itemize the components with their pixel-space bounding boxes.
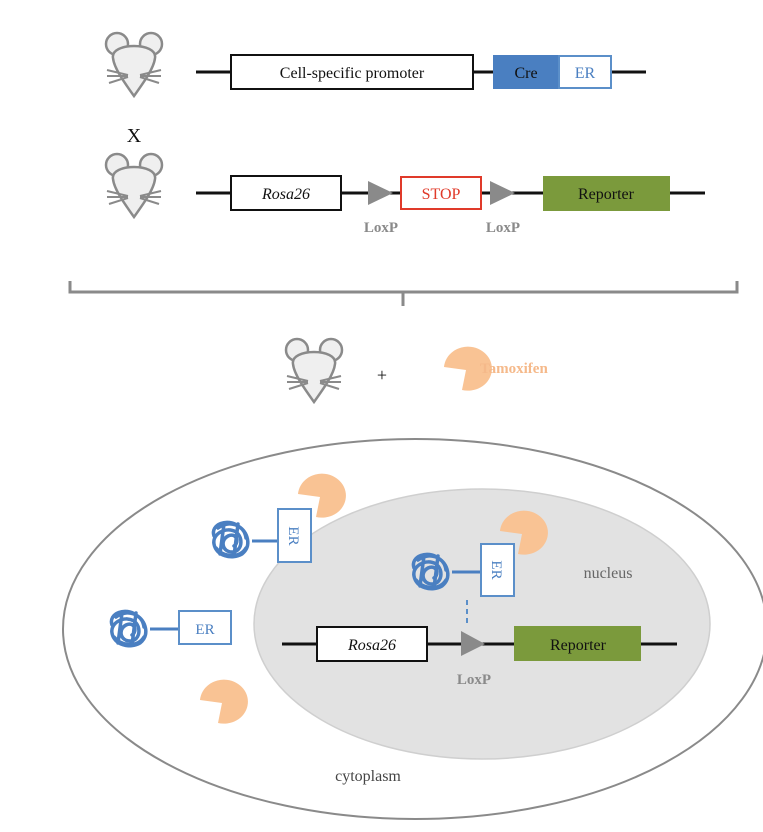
rosa26-box [230, 175, 342, 211]
cre-label: Cre [514, 65, 537, 82]
reporter-label: Reporter [550, 637, 607, 654]
loxp-label: LoxP [457, 672, 491, 688]
loxp-label: LoxP [486, 220, 520, 236]
construct-rosa26-reporter: Rosa26 LoxP STOP LoxP Reporter [196, 175, 705, 236]
cytoplasm-label: cytoplasm [335, 768, 401, 785]
er-label: ER [195, 622, 214, 638]
promoter-label: Cell-specific promoter [280, 65, 425, 82]
stop-box [400, 176, 482, 210]
loxp-triangle [490, 181, 515, 205]
er-label: ER [488, 560, 504, 579]
mouse-icon [104, 31, 164, 98]
er-box [558, 55, 612, 89]
bracket [68, 281, 739, 306]
mouse-icon [284, 337, 344, 404]
cross-symbol: X [127, 125, 142, 147]
er-label: ER [575, 65, 596, 82]
loxp-triangle [368, 181, 393, 205]
recombined-construct: Rosa26 LoxP Reporter [282, 626, 677, 688]
er-box [480, 543, 515, 597]
er-box [277, 508, 312, 563]
promoter-box [230, 54, 474, 90]
nucleus-label: nucleus [584, 565, 633, 582]
construct-cre-er: Cell-specific promoter Cre ER [196, 54, 646, 90]
er-label: ER [285, 526, 301, 545]
rosa26-label: Rosa26 [261, 186, 310, 203]
stop-label: STOP [422, 186, 461, 203]
reporter-box [543, 176, 670, 211]
nucleus [253, 488, 711, 760]
mouse-icon [104, 152, 164, 219]
reporter-label: Reporter [578, 186, 635, 203]
rosa26-box [316, 626, 428, 662]
loxp-triangle [461, 631, 485, 656]
rosa26-label: Rosa26 [347, 637, 396, 654]
tamoxifen-label: Tamoxifen [480, 361, 548, 377]
reporter-box [514, 626, 641, 661]
cre-box [493, 55, 559, 89]
loxp-label: LoxP [364, 220, 398, 236]
plus-symbol: + [377, 365, 387, 385]
er-box [178, 610, 232, 645]
